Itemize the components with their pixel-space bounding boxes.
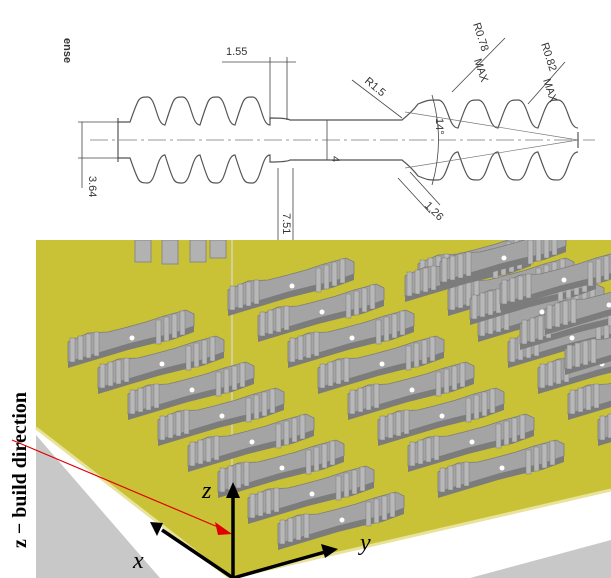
specimen-part bbox=[407, 413, 535, 472]
specimen-part bbox=[564, 337, 611, 375]
dim-r0-82-sub: MAX bbox=[540, 77, 559, 104]
dim-1-55: 1.55 bbox=[226, 46, 247, 58]
floor bbox=[36, 435, 160, 578]
dim-r0-78: R0.78 bbox=[470, 21, 490, 53]
specimen-part bbox=[377, 387, 505, 446]
axis-x-label: x bbox=[132, 548, 144, 574]
axis-y-label: y bbox=[358, 530, 371, 556]
dim-1-26: 1.26 bbox=[422, 200, 446, 224]
dimension-lines bbox=[78, 37, 566, 240]
floor-right bbox=[470, 540, 611, 578]
support-cylinder bbox=[209, 240, 227, 259]
x-axis-arrowhead bbox=[150, 522, 163, 536]
specimen-outline-bottom bbox=[118, 151, 579, 184]
specimen-part bbox=[127, 361, 255, 420]
z-axis-arrowhead bbox=[226, 482, 240, 498]
specimen-part bbox=[217, 439, 345, 498]
red-pointer-arrow bbox=[11, 439, 232, 535]
dim-3-64: 3.64 bbox=[86, 176, 98, 197]
specimen-part bbox=[67, 309, 195, 368]
y-axis-arrowhead bbox=[321, 544, 338, 558]
specimen-part bbox=[277, 491, 405, 550]
specimen-part bbox=[187, 413, 315, 472]
build-plate-render: z x y z − build direction bbox=[9, 240, 611, 578]
specimen-part bbox=[227, 257, 355, 316]
specimen-array bbox=[67, 240, 611, 550]
dim-4: 4 bbox=[329, 156, 341, 162]
specimen-part bbox=[317, 335, 445, 394]
specimen-part bbox=[567, 382, 611, 420]
dim-7-51: 7.51 bbox=[280, 213, 292, 234]
specimen-part bbox=[437, 439, 565, 498]
corner-text: ense bbox=[61, 38, 73, 63]
coordinate-axes bbox=[161, 494, 326, 578]
specimen-part bbox=[247, 465, 375, 524]
specimen-part bbox=[97, 335, 225, 394]
specimen-part bbox=[347, 361, 475, 420]
specimen-outline-top bbox=[118, 96, 579, 129]
specimen-outline bbox=[117, 96, 579, 184]
x-axis-arrow bbox=[161, 528, 234, 578]
build-direction-label: z − build direction bbox=[9, 392, 31, 548]
dim-r0-78-sub: MAX bbox=[471, 57, 490, 84]
technical-drawing: ense bbox=[61, 21, 595, 240]
support-cylinder bbox=[134, 240, 152, 263]
specimen-part bbox=[257, 283, 385, 342]
y-axis-arrow bbox=[232, 550, 326, 578]
dim-r1-5: R1.5 bbox=[362, 75, 388, 99]
support-cylinders bbox=[134, 240, 227, 265]
support-cylinder bbox=[189, 240, 207, 263]
specimen-part bbox=[544, 291, 611, 335]
specimen-part bbox=[287, 309, 415, 368]
dim-r0-82: R0.82 bbox=[538, 41, 558, 73]
specimen-part bbox=[439, 240, 567, 288]
taper-lines bbox=[404, 111, 579, 169]
specimen-part bbox=[157, 387, 285, 446]
dim-14-deg: 14° bbox=[433, 118, 445, 135]
support-cylinder bbox=[161, 240, 179, 265]
axis-z-label: z bbox=[201, 478, 212, 504]
specimen-part bbox=[499, 253, 611, 310]
